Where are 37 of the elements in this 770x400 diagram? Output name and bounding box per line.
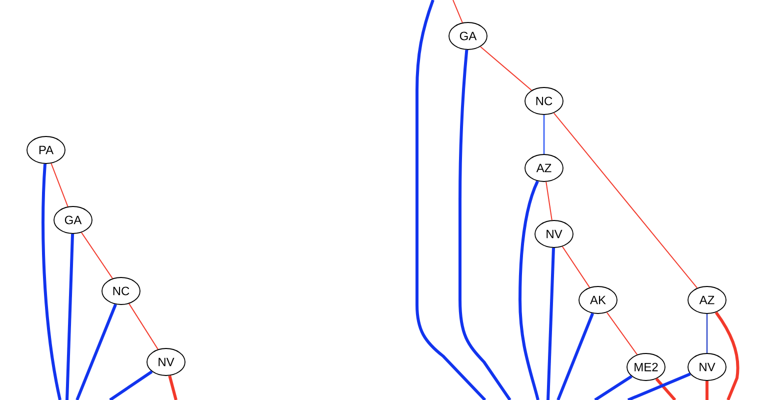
ellipse-node: NV (534, 220, 574, 248)
connector-line (706, 380, 708, 400)
ellipse-node: NC (524, 87, 564, 115)
connector-line (594, 375, 632, 400)
connector-line (128, 303, 158, 350)
connector-line (50, 162, 68, 208)
connector-line (76, 304, 117, 400)
connector-line (706, 314, 708, 354)
connector-line (714, 311, 740, 400)
connector-line (543, 114, 545, 154)
connector-line (556, 312, 594, 400)
connector-line (42, 164, 62, 400)
ellipse-node: PA (26, 136, 66, 164)
connector-line (66, 234, 74, 400)
ellipse-node: GA (448, 22, 488, 50)
connector-line (627, 372, 691, 400)
ellipse-node: GA (54, 206, 92, 234)
ellipse-node: NC (102, 277, 140, 305)
connector-line (655, 378, 676, 400)
connector-line (546, 181, 552, 221)
connector-line (606, 312, 638, 356)
connector-line (480, 46, 532, 91)
ellipse-node: AZ (524, 154, 564, 182)
connector-line (81, 232, 114, 279)
connector-line (518, 180, 540, 400)
ellipse-node: AK (578, 286, 618, 314)
ellipse-node: NV (146, 348, 186, 376)
connector-line (562, 246, 590, 288)
ellipse-node: AZ (688, 286, 726, 314)
connector-line (452, 0, 463, 24)
connector-line (458, 50, 512, 400)
ellipse-node: NV (688, 353, 726, 381)
connector-line (546, 248, 555, 400)
connector-line (109, 370, 153, 400)
connector-line (553, 112, 698, 288)
ellipse-node: ME2 (626, 353, 666, 381)
connector-line (168, 375, 178, 400)
